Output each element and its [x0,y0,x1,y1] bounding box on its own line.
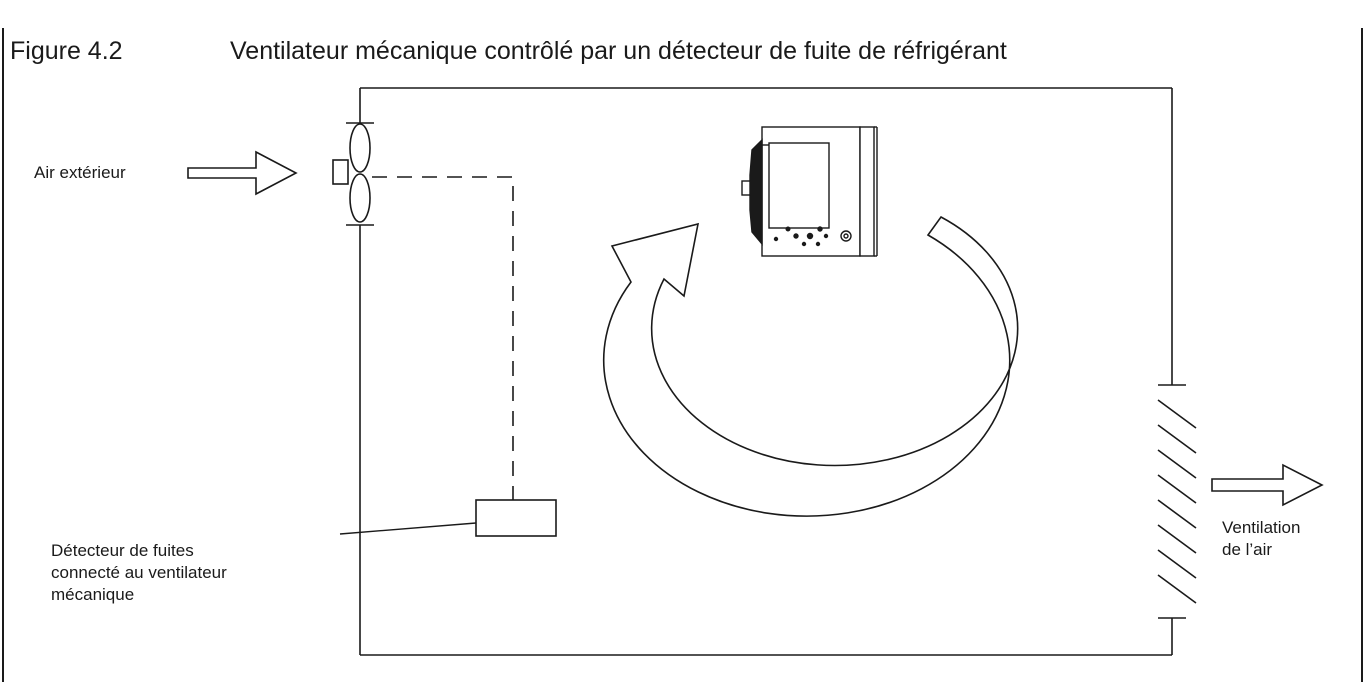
mechanical-fan-icon [332,123,371,223]
detector-leader-line [339,522,477,535]
figure-title: Ventilateur mécanique contrôlé par un dé… [226,37,1011,66]
figure-frame [2,28,1363,682]
figure-number: Figure 4.2 [6,37,127,66]
control-wire-dashed [372,176,514,500]
leak-detector-label: Détecteur de fuites connecté au ventilat… [51,541,227,604]
exhaust-air-arrow-icon [1211,463,1324,507]
outdoor-air-label: Air extérieur [34,163,126,182]
air-circulation-arrow-icon [602,215,1019,517]
indoor-unit-icon [741,126,878,257]
exhaust-grille-icon [1157,399,1197,604]
room-outline [346,87,1186,656]
exhaust-air-label: Ventilation de l’air [1222,518,1301,559]
outdoor-air-arrow-icon [187,150,298,196]
leak-detector-icon [475,499,557,537]
